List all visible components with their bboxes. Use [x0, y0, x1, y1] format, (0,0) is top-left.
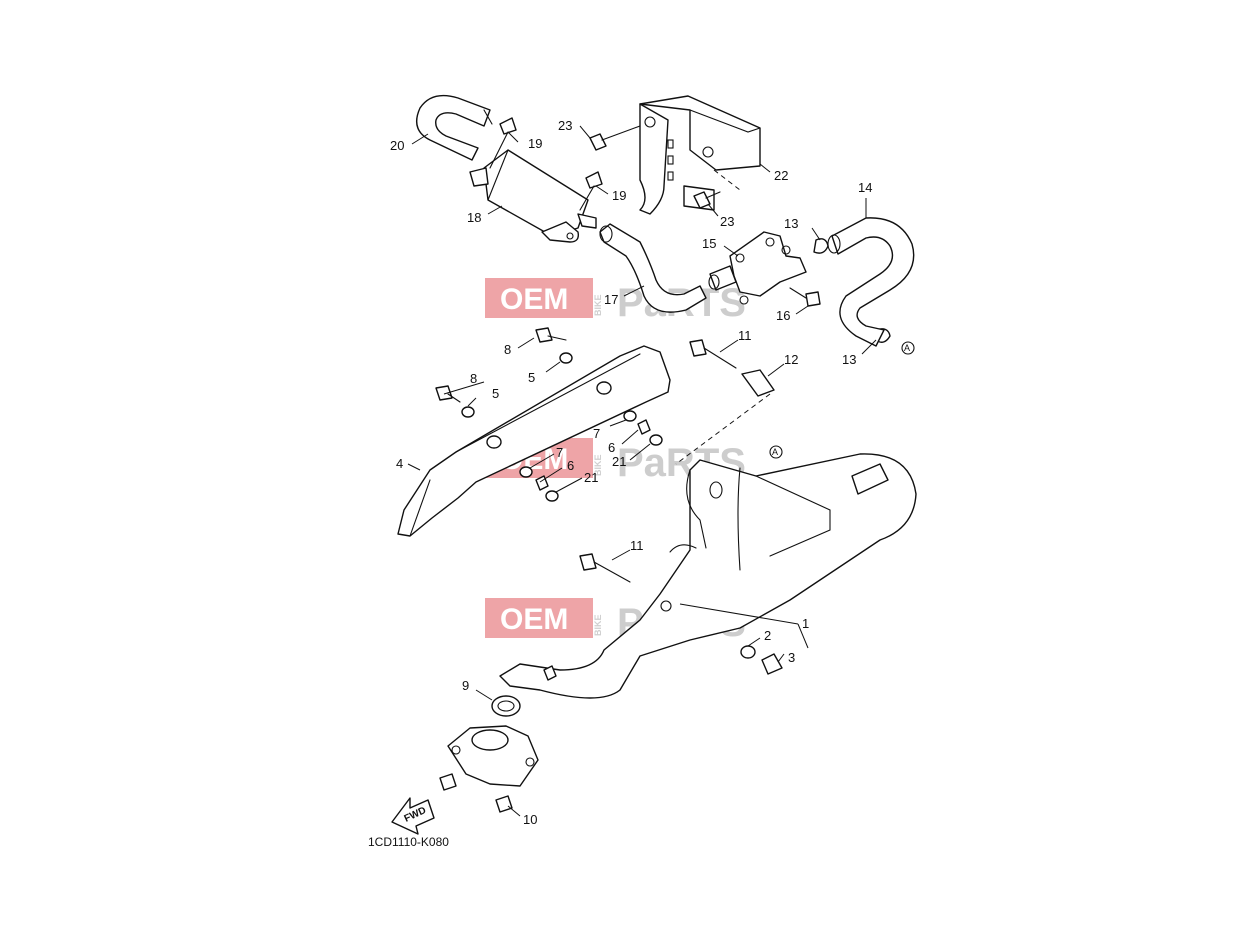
part-11-bolt-upper [689, 339, 737, 369]
part-11-bolt-lower [579, 553, 631, 583]
svg-text:BIKE: BIKE [593, 294, 603, 316]
part-21-collar-upper [649, 434, 663, 446]
label-part-19-lower: 19 [612, 188, 626, 203]
label-part-4: 4 [396, 456, 403, 471]
label-part-5-lower: 5 [492, 386, 499, 401]
label-part-6-lower: 6 [567, 458, 574, 473]
label-part-7-upper: 7 [593, 426, 600, 441]
label-part-15: 15 [702, 236, 716, 251]
reference-a-upper: A [901, 341, 915, 355]
part-4-protector [397, 345, 671, 537]
label-part-21-lower: 21 [584, 470, 598, 485]
label-part-20: 20 [390, 138, 404, 153]
label-part-7-lower: 7 [556, 445, 563, 460]
label-part-13-lower: 13 [842, 352, 856, 367]
label-part-1: 1 [802, 616, 809, 631]
diagram-code: 1CD1110-K080 [368, 835, 449, 849]
reference-a-lower: A [769, 445, 783, 459]
part-7-grommet-lower [519, 466, 533, 478]
part-8-bolt-lower [435, 385, 461, 403]
part-5-washer-upper [559, 352, 573, 364]
part-23-bolt-lower [693, 191, 721, 209]
label-part-13-upper: 13 [784, 216, 798, 231]
part-12-spacer [675, 369, 775, 465]
exhaust-flange [447, 725, 539, 787]
part-17-hose [599, 223, 707, 313]
svg-text:BIKE: BIKE [593, 614, 603, 636]
callout-labels: 1 2 3 4 5 5 6 6 7 7 8 8 9 10 11 11 12 13… [390, 118, 872, 827]
label-part-22: 22 [774, 168, 788, 183]
label-part-9: 9 [462, 678, 469, 693]
part-9-gasket [491, 695, 521, 717]
svg-text:A: A [904, 343, 910, 353]
label-part-19-upper: 19 [528, 136, 542, 151]
label-part-10: 10 [523, 812, 537, 827]
label-part-2: 2 [764, 628, 771, 643]
part-13-clamp-upper [813, 238, 829, 254]
leader-lines [407, 125, 877, 817]
part-16-screw [789, 287, 821, 307]
part-3-collar [761, 653, 783, 675]
part-22-bracket [639, 95, 761, 215]
label-part-17: 17 [604, 292, 618, 307]
part-21-collar-lower [545, 490, 559, 502]
part-14-air-hose [827, 217, 915, 347]
part-10-nut-right [495, 795, 513, 813]
part-19-screw-lower [579, 171, 603, 211]
label-part-14: 14 [858, 180, 872, 195]
part-19-screw-upper [489, 117, 517, 169]
label-part-16: 16 [776, 308, 790, 323]
part-6-collar-lower [535, 475, 549, 491]
label-part-11-upper: 11 [738, 328, 752, 343]
part-8-bolt-upper [535, 327, 567, 343]
label-part-23-lower: 23 [720, 214, 734, 229]
svg-text:OEM: OEM [500, 283, 568, 316]
fwd-arrow-icon: FWD [391, 797, 435, 835]
part-5-washer-lower [461, 406, 475, 418]
label-part-11-lower: 11 [630, 538, 644, 553]
part-18-canister [469, 149, 597, 243]
label-part-8-upper: 8 [504, 342, 511, 357]
part-20-u-hose [416, 94, 493, 161]
label-part-21-upper: 21 [612, 454, 626, 469]
part-2-washer [740, 645, 756, 659]
part-10-nut-left [439, 773, 457, 791]
label-part-8-lower: 8 [470, 371, 477, 386]
part-6-collar-upper [637, 419, 651, 435]
label-part-18: 18 [467, 210, 481, 225]
label-part-5-upper: 5 [528, 370, 535, 385]
svg-text:BIKE: BIKE [593, 454, 603, 476]
part-15-air-cut-valve [708, 231, 807, 305]
svg-text:A: A [772, 447, 778, 457]
label-part-23-upper: 23 [558, 118, 572, 133]
svg-text:OEM: OEM [500, 603, 568, 636]
part-23-bolt-upper [589, 125, 641, 151]
label-part-6-upper: 6 [608, 440, 615, 455]
part-7-grommet-upper [623, 410, 637, 422]
part-1-muffler [499, 453, 917, 699]
label-part-12: 12 [784, 352, 798, 367]
label-part-3: 3 [788, 650, 795, 665]
